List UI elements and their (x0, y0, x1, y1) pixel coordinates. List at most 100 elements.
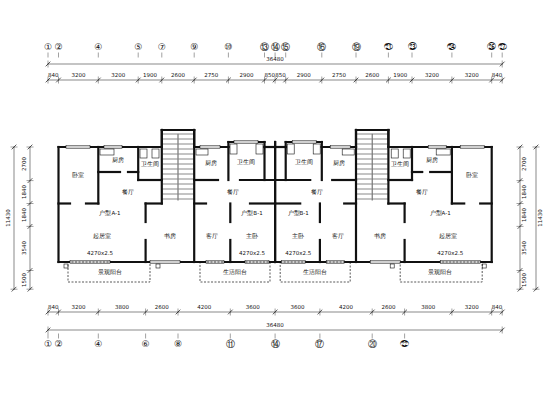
extension-line (502, 327, 503, 333)
stair-tread (357, 144, 371, 145)
fixture (230, 144, 237, 154)
extension-line (356, 77, 357, 83)
room-name: 餐厅 (122, 189, 134, 195)
dimension-tick (57, 310, 61, 314)
extension-line (517, 289, 523, 290)
extension-line (48, 61, 49, 67)
stair-tread (179, 164, 193, 165)
wall (322, 146, 356, 148)
stair-tread (373, 134, 387, 135)
axis-leader (138, 53, 139, 57)
dimension-tick (318, 310, 322, 314)
extension-line (11, 289, 17, 290)
overall-dimension: 36480 (266, 57, 284, 63)
extension-line (451, 309, 452, 315)
extension-line (275, 77, 276, 83)
dimension-line (30, 147, 31, 289)
dimension-tick (28, 202, 32, 206)
stair-tread (163, 144, 177, 145)
extension-line (517, 203, 523, 204)
dimension-tick (263, 78, 267, 82)
dimension-tick (46, 78, 50, 82)
axis-number: ⑨ (190, 43, 198, 52)
overall-dimension: 36480 (266, 323, 284, 329)
extension-line (145, 309, 146, 315)
axis-number: ① (44, 43, 52, 52)
wall (145, 240, 147, 262)
extension-line (372, 309, 373, 315)
wall (412, 171, 422, 173)
window-glass (66, 147, 90, 148)
dimension-text: 3200 (111, 73, 125, 79)
extension-line (451, 77, 452, 83)
wall (451, 147, 453, 204)
extension-line (502, 77, 503, 83)
stair-tread (373, 184, 387, 185)
axis-number: ⑪ (226, 340, 235, 349)
dimension-text: 2900 (297, 73, 311, 79)
stair-tread (357, 159, 371, 160)
dimension-text: 3200 (465, 73, 479, 79)
room-name: 卫生间 (237, 159, 255, 165)
room-name: 生活阳台 (303, 270, 327, 276)
dimension-text: 3200 (425, 73, 439, 79)
dimension-text: 2600 (171, 73, 185, 79)
window (200, 146, 220, 149)
axis-number: ㉑ (384, 43, 393, 52)
stair-tread (163, 189, 177, 190)
axis-leader (228, 53, 229, 57)
window-glass (428, 147, 446, 148)
wall (452, 202, 464, 204)
axis-number: ㉓ (408, 43, 417, 52)
room-name: 卫生间 (141, 161, 159, 167)
wall (145, 204, 147, 223)
dimension-tick (450, 78, 454, 82)
dimension-line (48, 330, 502, 331)
wall (355, 130, 357, 262)
dimension-tick (518, 269, 522, 273)
dimension-tick (450, 310, 454, 314)
dimension-tick (160, 78, 164, 82)
dimension-text: 3800 (421, 305, 435, 311)
dimension-tick (490, 78, 494, 82)
stair-tread (163, 159, 177, 160)
dimension-line (520, 147, 521, 289)
dimension-tick (28, 269, 32, 273)
stair-tread (373, 159, 387, 160)
extension-line (533, 147, 539, 148)
axis-leader (264, 53, 265, 57)
wall (286, 141, 322, 143)
balcony-outline (400, 262, 482, 282)
room-name: 起居室 (439, 233, 457, 239)
dimension-tick (273, 78, 277, 82)
wall (274, 142, 276, 262)
wall (86, 202, 98, 204)
stair-tread (163, 149, 177, 150)
dimension-text: 1900 (393, 73, 407, 79)
axis-number: ㉗ (498, 43, 507, 52)
axis-leader (388, 53, 389, 57)
stair-tread (163, 174, 177, 175)
wall (404, 204, 406, 223)
stair-divider (178, 134, 179, 200)
extension-line (161, 77, 162, 83)
dimension-tick (518, 179, 522, 183)
extension-line (228, 77, 229, 83)
room-name: 餐厅 (416, 189, 428, 195)
wall (275, 146, 286, 148)
wall (411, 147, 413, 180)
stair-tread (163, 134, 177, 135)
dimension-text: 1840 (22, 185, 28, 199)
axis-leader (404, 334, 405, 338)
wall (194, 146, 228, 148)
wall (321, 147, 323, 180)
dimension-text: 3540 (22, 241, 28, 255)
window-glass (200, 147, 220, 148)
dimension-tick (518, 224, 522, 228)
extension-line (388, 77, 389, 83)
window (66, 146, 90, 149)
stair-tread (357, 184, 371, 185)
wall (285, 147, 287, 180)
window (292, 141, 316, 144)
